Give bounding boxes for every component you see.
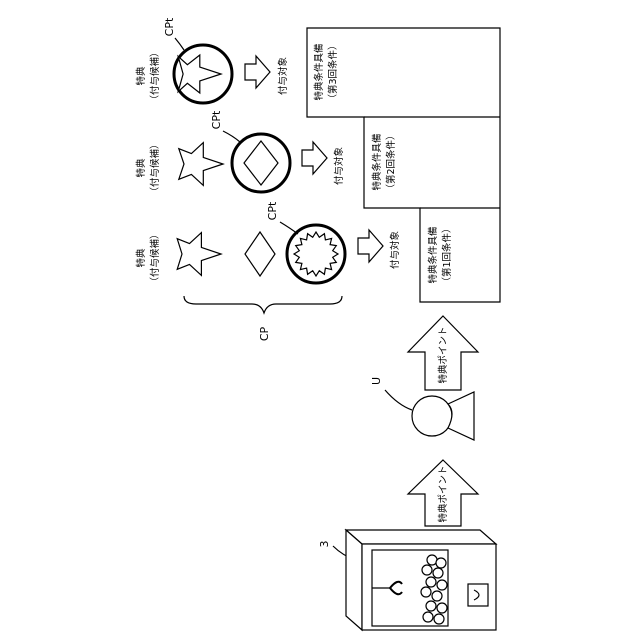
arrow-right-icon-row1 bbox=[358, 230, 383, 262]
row-second-condition: 特典 （付与候補） CPt 付与対象 bbox=[135, 110, 345, 197]
cpt-leader-row1 bbox=[280, 222, 298, 234]
target-label-row1: 付与対象 bbox=[389, 231, 401, 270]
machine-top-face bbox=[346, 530, 496, 544]
candidate-label-row3: （付与候補） bbox=[149, 47, 161, 104]
bonus-label-row3: 特典 bbox=[135, 66, 147, 86]
cp-label: CP bbox=[258, 326, 271, 341]
cpt-leader-row2 bbox=[223, 131, 240, 142]
user-head bbox=[412, 396, 452, 436]
starburst-icon-row1 bbox=[294, 232, 338, 276]
prize-outlet bbox=[468, 584, 488, 606]
machine-side-face bbox=[346, 530, 362, 630]
crane-game-machine: 3 bbox=[318, 530, 496, 630]
bonus-label-row1: 特典 bbox=[135, 248, 147, 268]
star-icon-row3 bbox=[178, 55, 221, 93]
candidate-label-row1: （付与候補） bbox=[149, 229, 161, 286]
diamond-icon-row1 bbox=[245, 232, 275, 276]
cpt-leader-row3 bbox=[175, 38, 184, 50]
user-leader bbox=[385, 390, 412, 410]
user-body bbox=[448, 392, 474, 440]
cpt-label-row2: CPt bbox=[210, 110, 223, 129]
condition-1-main: 特典条件具備 bbox=[427, 226, 439, 283]
bonus-label-row2: 特典 bbox=[135, 158, 147, 178]
condition-2-main: 特典条件具備 bbox=[371, 133, 383, 190]
target-label-row2: 付与対象 bbox=[333, 147, 345, 186]
condition-1-sub: （第1回条件） bbox=[441, 223, 453, 286]
arrow-right-icon-row3 bbox=[245, 56, 270, 88]
star-icon-row2 bbox=[179, 143, 223, 186]
bonus-point-label-upper: 特典ポイント bbox=[437, 326, 449, 383]
row-third-condition: 特典 （付与候補） CPt 付与対象 bbox=[135, 17, 289, 105]
target-label-row3: 付与対象 bbox=[277, 57, 289, 96]
diamond-icon-row2 bbox=[244, 141, 278, 185]
condition-2-sub: （第2回条件） bbox=[385, 130, 397, 193]
row-first-condition: 特典 （付与候補） CPt 付与対象 bbox=[135, 201, 401, 287]
machine-ref-label: 3 bbox=[318, 541, 331, 548]
condition-3-main: 特典条件具備 bbox=[313, 43, 325, 100]
condition-3-sub: （第3回条件） bbox=[327, 40, 339, 103]
cpt-label-row1: CPt bbox=[266, 201, 279, 220]
bonus-point-label-lower: 特典ポイント bbox=[437, 465, 449, 522]
arrow-right-icon-row2 bbox=[302, 142, 327, 174]
cpt-label-row3: CPt bbox=[163, 17, 176, 36]
cp-brace bbox=[184, 296, 342, 313]
candidate-label-row2: （付与候補） bbox=[149, 139, 161, 196]
user-label: U bbox=[370, 377, 383, 385]
star-icon-row1 bbox=[177, 233, 221, 276]
